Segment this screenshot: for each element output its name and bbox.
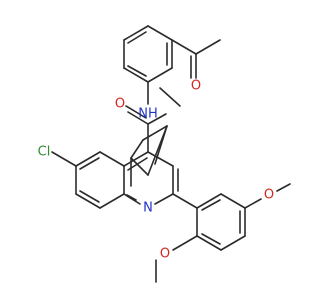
methoxy-oxygen-2-atom: O — [160, 247, 170, 262]
carboxamide — [125, 105, 167, 153]
acetylphenyl — [123, 25, 221, 83]
c-cl-bond — [51, 151, 77, 167]
pyridine-ring — [130, 125, 168, 187]
dimethoxyphenyl — [172, 183, 291, 251]
acetylphenyl-ring — [159, 87, 181, 107]
molecule-canvas: Cl NH N O O O O — [37, 25, 291, 283]
structure-diagram: Cl NH N O O O O — [38, 25, 291, 283]
acetyl-oxygen-atom: O — [191, 79, 201, 94]
amide-nitrogen-atom: NH — [138, 107, 158, 122]
quinoline — [75, 151, 179, 209]
chlorine-atom: Cl — [38, 145, 51, 160]
quinoline-nitrogen-atom: N — [143, 201, 153, 216]
amide-oxygen-atom: O — [115, 97, 125, 112]
methoxy-oxygen-1-atom: O — [264, 188, 274, 203]
